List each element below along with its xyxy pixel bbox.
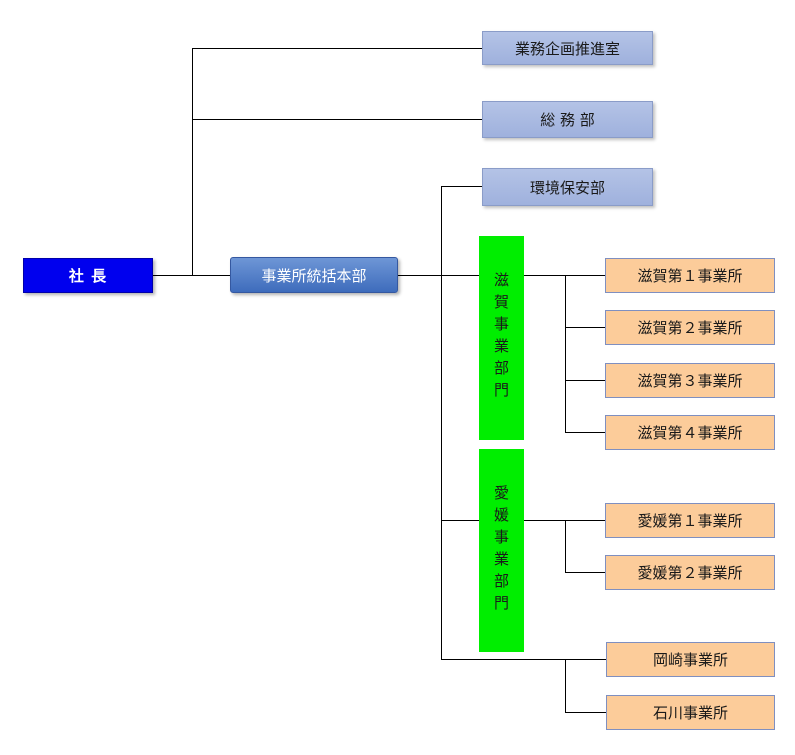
general-affairs-box: 総 務 部 <box>482 101 653 138</box>
shiga-office-1-box: 滋賀第１事業所 <box>605 258 775 293</box>
ehime-division-box: 愛媛事業部門 <box>479 449 524 652</box>
president-label: 社 長 <box>68 267 108 285</box>
ehime-office-2-label: 愛媛第２事業所 <box>637 564 743 582</box>
ehime-division-label: 愛媛事業部門 <box>492 484 510 617</box>
ehime-office-1-label: 愛媛第１事業所 <box>637 512 743 530</box>
env-safety-box: 環境保安部 <box>482 168 653 206</box>
planning-label: 業務企画推進室 <box>514 39 620 58</box>
shiga-office-2-box: 滋賀第２事業所 <box>605 310 775 345</box>
shiga-division-box: 滋賀事業部門 <box>479 236 524 440</box>
env-safety-label: 環境保安部 <box>529 178 605 197</box>
hq-label: 事業所統括本部 <box>261 266 367 285</box>
planning-box: 業務企画推進室 <box>482 31 653 65</box>
okazaki-office-label: 岡崎事業所 <box>652 651 728 669</box>
okazaki-office-box: 岡崎事業所 <box>606 642 775 677</box>
shiga-office-2-label: 滋賀第２事業所 <box>637 319 743 337</box>
general-affairs-label: 総 務 部 <box>540 111 595 129</box>
president-box: 社 長 <box>23 258 153 293</box>
shiga-office-1-label: 滋賀第１事業所 <box>637 267 743 285</box>
shiga-office-4-label: 滋賀第４事業所 <box>637 424 743 442</box>
ehime-office-1-box: 愛媛第１事業所 <box>605 503 775 538</box>
ishikawa-office-box: 石川事業所 <box>606 695 775 730</box>
ehime-office-2-box: 愛媛第２事業所 <box>605 555 775 590</box>
ishikawa-office-label: 石川事業所 <box>652 704 728 722</box>
hq-box: 事業所統括本部 <box>230 257 398 293</box>
shiga-office-3-box: 滋賀第３事業所 <box>605 363 775 398</box>
shiga-division-label: 滋賀事業部門 <box>492 272 510 404</box>
shiga-office-4-box: 滋賀第４事業所 <box>605 415 775 450</box>
shiga-office-3-label: 滋賀第３事業所 <box>637 372 743 390</box>
